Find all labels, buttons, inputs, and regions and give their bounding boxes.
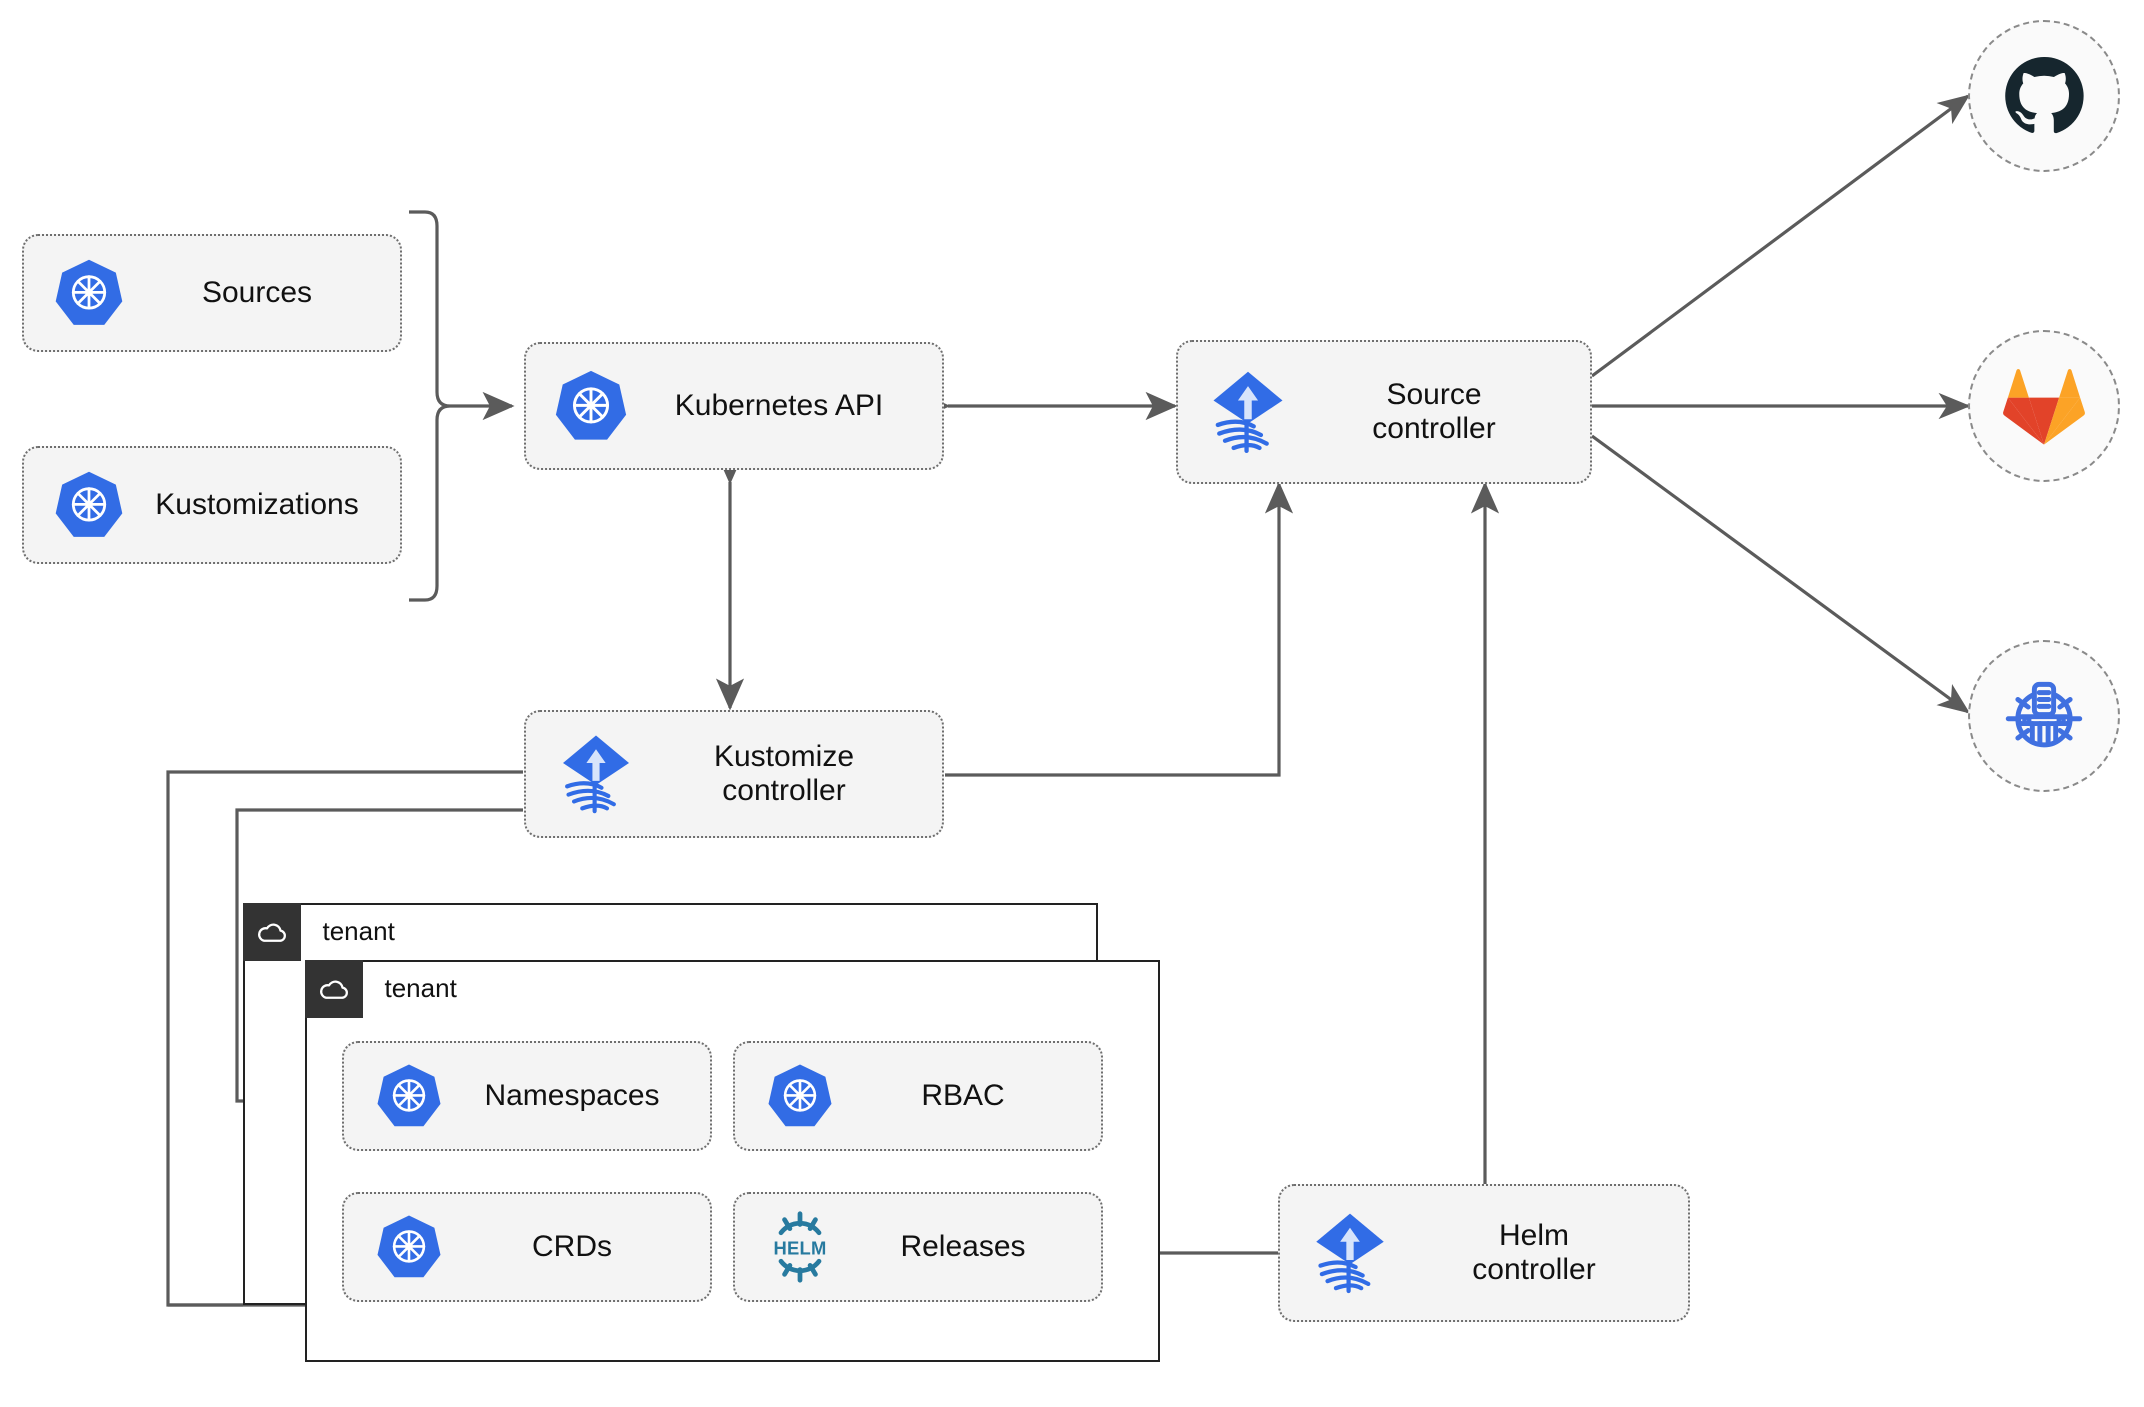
node-label: CRDs xyxy=(532,1230,612,1264)
node-label: Kustomizations xyxy=(155,488,359,522)
kubernetes-icon xyxy=(552,367,630,445)
cloud-icon xyxy=(304,959,363,1018)
node-releases[interactable]: HELM Releases xyxy=(733,1192,1103,1302)
kubernetes-icon xyxy=(370,1208,448,1286)
helm-icon: HELM xyxy=(761,1208,839,1286)
kubernetes-icon xyxy=(50,466,128,544)
node-label: Namespaces xyxy=(484,1079,660,1113)
provider-github[interactable] xyxy=(1968,20,2120,172)
tenant-badge: tenant xyxy=(242,902,395,961)
provider-helm-repository[interactable] xyxy=(1968,640,2120,792)
provider-gitlab[interactable] xyxy=(1968,330,2120,482)
svg-text:HELM: HELM xyxy=(773,1238,826,1259)
node-label: Kustomize controller xyxy=(713,740,855,807)
flux-icon xyxy=(1304,1207,1396,1299)
node-sources[interactable]: Sources xyxy=(22,234,402,352)
node-namespaces[interactable]: Namespaces xyxy=(342,1041,712,1151)
node-label: Sources xyxy=(201,276,313,310)
kubernetes-icon xyxy=(370,1057,448,1135)
node-label: Helm controller xyxy=(1472,1219,1596,1286)
node-kustomize-controller[interactable]: Kustomize controller xyxy=(524,710,944,838)
node-label: Kubernetes API xyxy=(674,389,884,423)
flux-icon xyxy=(550,728,642,820)
node-label: Source controller xyxy=(1372,378,1496,445)
node-kubernetes-api[interactable]: Kubernetes API xyxy=(524,342,944,470)
node-helm-controller[interactable]: Helm controller xyxy=(1278,1184,1690,1322)
cloud-icon xyxy=(242,902,301,961)
wire-kustomize-source xyxy=(945,481,1294,777)
node-label: RBAC xyxy=(921,1079,1005,1113)
wire-source-github xyxy=(1591,94,1971,378)
flux-icon xyxy=(1202,366,1294,458)
wire-source-bucket xyxy=(1591,434,1971,714)
group-bracket xyxy=(409,210,451,602)
node-label: Releases xyxy=(900,1230,1026,1264)
kubernetes-icon xyxy=(761,1057,839,1135)
node-source-controller[interactable]: Source controller xyxy=(1176,340,1592,484)
github-icon xyxy=(2005,57,2084,134)
kubernetes-icon xyxy=(50,254,128,332)
tenant-label: tenant xyxy=(322,916,395,946)
node-kustomizations[interactable]: Kustomizations xyxy=(22,446,402,564)
tenant-badge: tenant xyxy=(304,959,457,1018)
tenant-label: tenant xyxy=(384,973,457,1003)
node-rbac[interactable]: RBAC xyxy=(733,1041,1103,1151)
gitlab-icon xyxy=(2003,369,2085,445)
helm-repository-icon xyxy=(2005,681,2083,748)
node-crds[interactable]: CRDs xyxy=(342,1192,712,1302)
